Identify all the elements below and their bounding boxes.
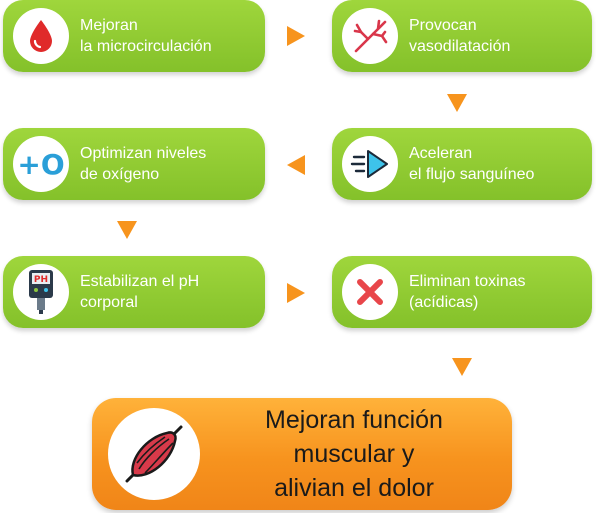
result-label: Mejoran función muscular y alivian el do… bbox=[265, 406, 443, 502]
icon-circle bbox=[108, 408, 200, 500]
step-oxygen: +O Optimizan niveles de oxígeno bbox=[3, 128, 265, 200]
step-label: Estabilizan el pH corporal bbox=[80, 273, 200, 311]
plus-oxygen-icon: +O bbox=[17, 147, 65, 181]
arrow-left-1 bbox=[287, 155, 305, 175]
step-label: Mejoran la microcirculación bbox=[80, 17, 212, 55]
icon-circle bbox=[13, 8, 69, 64]
step-microcirculation: Mejoran la microcirculación bbox=[3, 0, 265, 72]
blood-drop-icon bbox=[30, 20, 52, 52]
arrow-down-3 bbox=[452, 358, 472, 376]
step-label: Eliminan toxinas (acídicas) bbox=[409, 273, 526, 311]
icon-circle bbox=[342, 136, 398, 192]
ph-meter-icon: PH bbox=[29, 270, 53, 314]
muscle-icon bbox=[125, 425, 183, 483]
arrow-right-2 bbox=[287, 283, 305, 303]
step-toxins: Eliminan toxinas (acídicas) bbox=[332, 256, 592, 328]
fast-forward-icon bbox=[350, 150, 388, 178]
icon-circle: +O bbox=[13, 136, 69, 192]
arrow-down-2 bbox=[117, 221, 137, 239]
icon-circle: PH bbox=[13, 264, 69, 320]
step-label: Provocan vasodilatación bbox=[409, 17, 511, 55]
arrow-right-1 bbox=[287, 26, 305, 46]
icon-circle bbox=[342, 8, 398, 64]
svg-text:PH: PH bbox=[34, 275, 48, 285]
icon-circle bbox=[342, 264, 398, 320]
blood-vessel-icon bbox=[353, 19, 388, 53]
red-x-icon bbox=[357, 279, 383, 305]
step-blood-flow: Aceleran el flujo sanguíneo bbox=[332, 128, 592, 200]
step-label: Optimizan niveles de oxígeno bbox=[80, 145, 207, 183]
arrow-down-1 bbox=[447, 94, 467, 112]
step-label: Aceleran el flujo sanguíneo bbox=[409, 145, 535, 183]
step-vasodilation: Provocan vasodilatación bbox=[332, 0, 592, 72]
result-box: Mejoran función muscular y alivian el do… bbox=[92, 398, 512, 510]
step-ph: PH Estabilizan el pH corporal bbox=[3, 256, 265, 328]
